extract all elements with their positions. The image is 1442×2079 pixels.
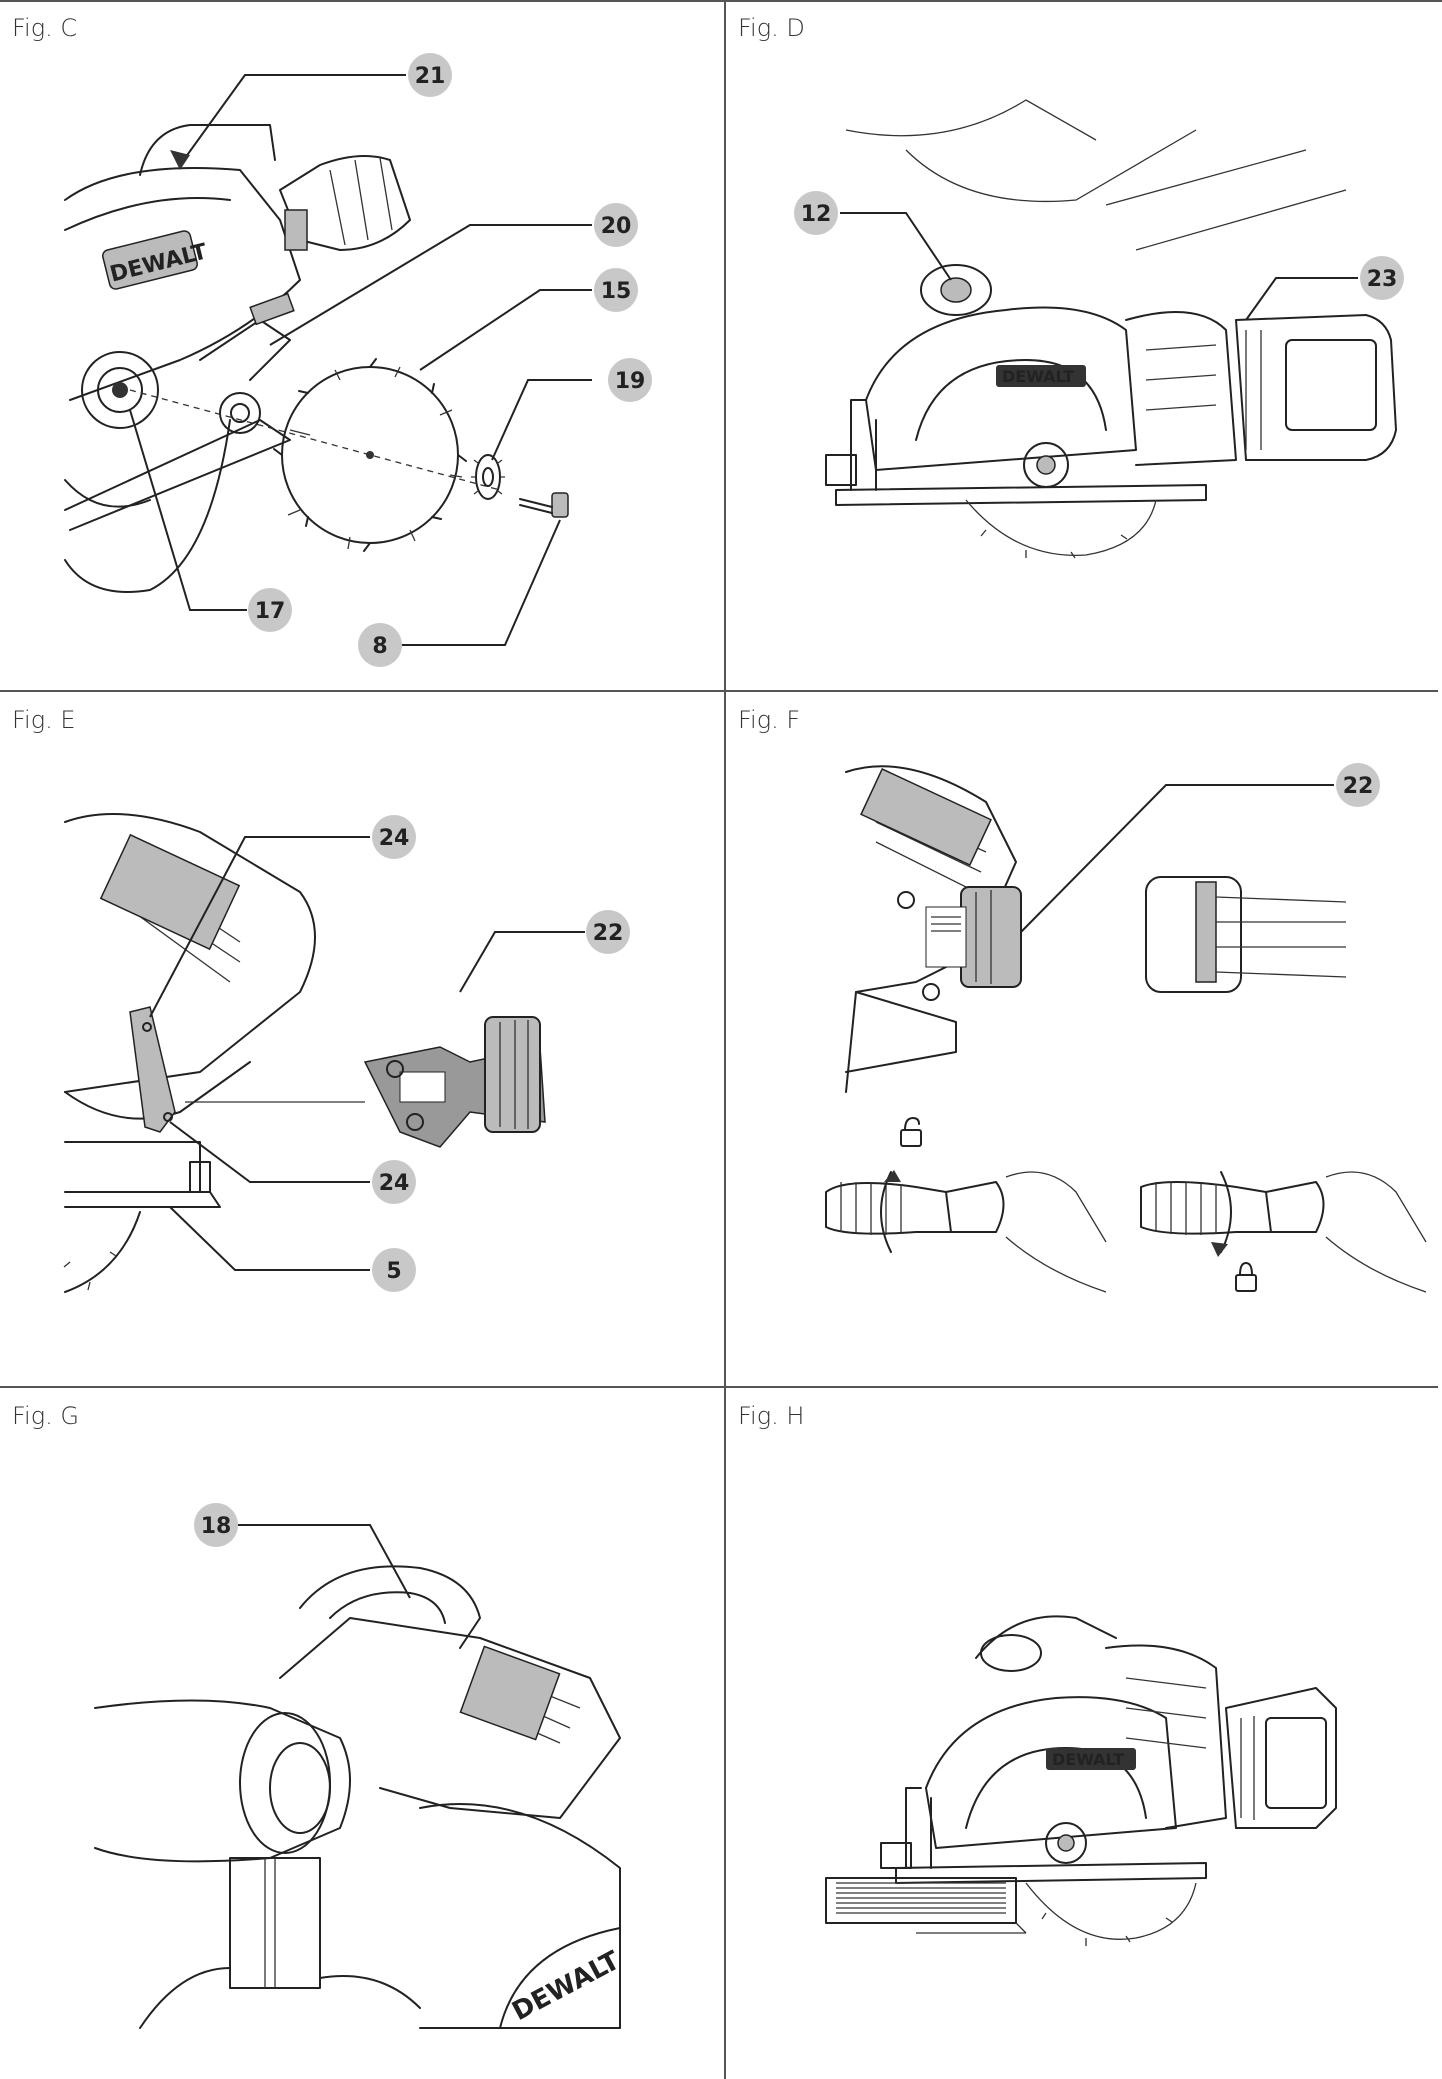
figure-g-label: Fig. G [12,1402,79,1430]
svg-text:18: 18 [201,1514,232,1539]
svg-text:19: 19 [615,369,646,394]
svg-text:24: 24 [379,826,410,851]
callout-15: 15 [594,268,638,312]
svg-text:20: 20 [601,214,632,239]
svg-text:24: 24 [379,1171,410,1196]
figure-d-label: Fig. D [738,14,805,42]
callout-19: 19 [608,358,652,402]
svg-text:8: 8 [372,634,387,659]
svg-text:15: 15 [601,279,632,304]
svg-text:21: 21 [415,64,446,89]
svg-text:17: 17 [255,599,286,624]
figure-g: Fig. G DEWALT 18 [0,1388,724,2079]
figure-h-illustration: DEWALT [825,1615,1337,1946]
figure-h-label: Fig. H [738,1402,805,1430]
callout-8: 8 [358,623,402,667]
figure-f-illustration: 22 [825,763,1427,1293]
row-divider-1 [0,690,1438,692]
callout-18: 18 [194,1503,238,1547]
figure-h: Fig. H DEWALT [726,1388,1442,2079]
figure-g-brand: DEWALT [507,1946,625,2028]
callout-21: 21 [408,53,452,97]
svg-text:23: 23 [1367,267,1398,292]
callout-24-bottom: 24 [372,1160,416,1204]
figure-c: Fig. C DEWALT [0,0,724,690]
svg-text:22: 22 [593,921,624,946]
figure-d-brand: DEWALT [1002,367,1074,386]
figure-e-illustration: 24 22 24 5 [63,813,630,1293]
figure-f: Fig. F 22 [726,692,1442,1386]
callout-23: 23 [1360,256,1404,300]
top-rule [0,0,1442,2]
figure-d: Fig. D DEWALT 12 23 [726,0,1442,690]
callout-24-top: 24 [372,815,416,859]
svg-text:12: 12 [801,202,832,227]
figure-f-label: Fig. F [738,706,801,734]
figure-c-label: Fig. C [12,14,78,42]
callout-17: 17 [248,588,292,632]
callout-22: 22 [586,910,630,954]
figure-c-illustration: DEWALT [64,53,652,667]
figure-e: Fig. E 24 22 24 5 [0,692,724,1386]
figure-e-label: Fig. E [12,706,76,734]
column-divider [724,0,726,2079]
svg-text:5: 5 [386,1259,401,1284]
row-divider-2 [0,1386,1438,1388]
figure-d-illustration: DEWALT 12 23 [794,99,1404,559]
figure-g-illustration: DEWALT 18 [94,1503,625,2029]
callout-20: 20 [594,203,638,247]
callout-22: 22 [1336,763,1380,807]
callout-12: 12 [794,191,838,235]
callout-5: 5 [372,1248,416,1292]
svg-text:22: 22 [1343,774,1374,799]
figure-h-brand: DEWALT [1052,1750,1124,1769]
